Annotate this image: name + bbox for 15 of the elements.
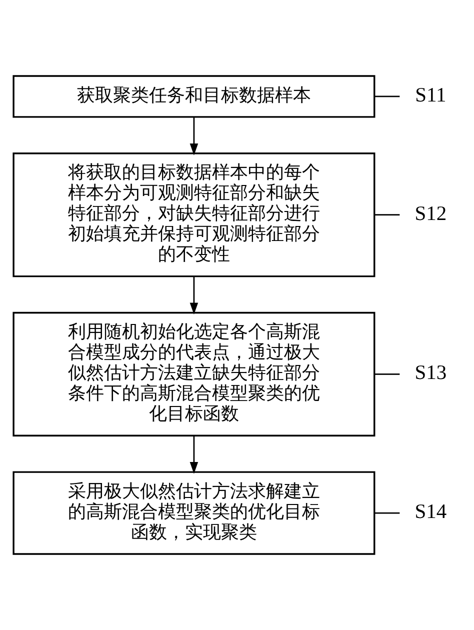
connector bbox=[374, 96, 400, 98]
node-text: S13 bbox=[414, 362, 446, 384]
connector bbox=[374, 512, 400, 514]
connector bbox=[374, 374, 400, 375]
connector bbox=[374, 214, 400, 216]
arrow bbox=[189, 276, 198, 315]
node-box: 将获取的目标数据样本中的每个样本分为可观测特征部分和缺失特征部分，对缺失特征部分进行初始填充并保持可观测特征部分的不变性 bbox=[12, 152, 375, 278]
node-text: S11 bbox=[414, 84, 446, 106]
node-text: S14 bbox=[414, 501, 446, 524]
node-box: 采用极大似然估计方法求解建立的高斯混合模型聚类的优化目标函数，实现聚类 bbox=[12, 471, 375, 555]
arrow bbox=[189, 117, 198, 156]
node-box: 利用随机初始化选定各个高斯混合模型成分的代表点，通过极大似然估计方法建立缺失特征部分条件下的高斯混合模型聚类的优化目标函数 bbox=[12, 312, 375, 436]
arrow bbox=[189, 436, 198, 474]
node-box: 获取聚类任务和目标数据样本 bbox=[12, 75, 375, 118]
node-text: S12 bbox=[414, 202, 446, 225]
